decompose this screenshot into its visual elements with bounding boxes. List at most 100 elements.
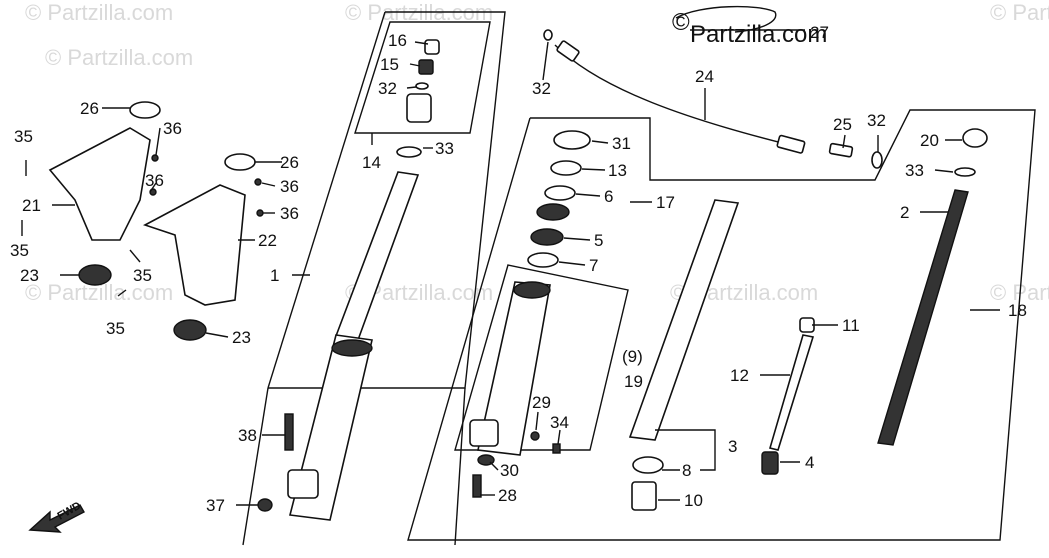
cap-20 bbox=[962, 128, 988, 148]
washer-32b bbox=[871, 151, 883, 169]
bushing-7 bbox=[527, 252, 559, 268]
callout-16: 16 bbox=[388, 31, 407, 50]
callout-5: 5 bbox=[594, 231, 603, 250]
callout-36: 36 bbox=[280, 177, 299, 196]
leader-lines bbox=[52, 29, 1000, 506]
fork-tube-left bbox=[257, 39, 440, 521]
callout-36: 36 bbox=[145, 171, 164, 190]
rod-12 bbox=[768, 334, 815, 451]
bolt-34 bbox=[552, 443, 561, 454]
callout-35: 35 bbox=[14, 127, 33, 146]
brake-hose bbox=[543, 29, 883, 169]
damper-rod bbox=[761, 317, 815, 475]
callout-22: 22 bbox=[258, 231, 277, 250]
cap-26 bbox=[129, 101, 161, 119]
bolt-28 bbox=[472, 474, 482, 498]
callout-13: 13 bbox=[608, 161, 627, 180]
callout-25: 25 bbox=[833, 115, 852, 134]
callout-4: 4 bbox=[805, 453, 814, 472]
callout-34: 34 bbox=[550, 413, 569, 432]
callout-38: 38 bbox=[238, 426, 257, 445]
inner-tube bbox=[334, 171, 420, 341]
fork-brackets bbox=[21, 101, 264, 341]
callout-33: 33 bbox=[435, 139, 454, 158]
callout-36: 36 bbox=[280, 204, 299, 223]
callout-11: 11 bbox=[842, 316, 860, 335]
callout-23: 23 bbox=[232, 328, 251, 347]
fork-seals-stack bbox=[527, 130, 591, 268]
watermark: © Partzilla.com bbox=[25, 0, 173, 25]
brand-symbol: © bbox=[672, 9, 690, 36]
callout-35: 35 bbox=[10, 241, 29, 260]
washer-32c bbox=[543, 29, 553, 41]
brand-swoosh bbox=[675, 5, 777, 33]
washer-29 bbox=[530, 431, 540, 441]
bushing-8 bbox=[632, 456, 664, 474]
callout-7: 7 bbox=[589, 256, 598, 275]
slider-right bbox=[469, 281, 561, 498]
bracket-22 bbox=[142, 184, 246, 306]
callout-32: 32 bbox=[867, 111, 886, 130]
callout-31: 31 bbox=[612, 134, 631, 153]
callout-27: 27 bbox=[810, 23, 829, 42]
washer-32 bbox=[415, 82, 429, 90]
callout-28: 28 bbox=[498, 486, 517, 505]
callout-12: 12 bbox=[730, 366, 749, 385]
clamp-23 bbox=[78, 264, 112, 286]
callout-19: 19 bbox=[624, 372, 643, 391]
spring-2 bbox=[877, 189, 969, 446]
o-ring-33b bbox=[954, 167, 976, 177]
clip-13 bbox=[550, 160, 582, 176]
callout-23: 23 bbox=[20, 266, 39, 285]
fork-spring bbox=[877, 128, 988, 446]
seal-5 bbox=[530, 228, 564, 246]
tube-3 bbox=[628, 199, 740, 441]
o-ring-33 bbox=[396, 146, 422, 158]
callout-9: (9) bbox=[622, 347, 643, 366]
fork-assembly-right-box bbox=[407, 109, 1036, 541]
callout-3: 3 bbox=[728, 437, 737, 456]
callout-32: 32 bbox=[378, 79, 397, 98]
callout-32: 32 bbox=[532, 79, 551, 98]
seal-upper bbox=[536, 203, 570, 221]
bracket-21 bbox=[48, 127, 151, 241]
callout-6: 6 bbox=[604, 187, 613, 206]
ring-11 bbox=[799, 317, 815, 333]
seal-31 bbox=[553, 130, 591, 150]
fitting-25 bbox=[828, 142, 854, 158]
callout-29: 29 bbox=[532, 393, 551, 412]
callout-35: 35 bbox=[133, 266, 152, 285]
spring-15 bbox=[418, 59, 434, 75]
spring-4 bbox=[761, 451, 779, 475]
callout-8: 8 bbox=[682, 461, 691, 480]
inner-tube-right bbox=[628, 199, 740, 511]
callout-1: 1 bbox=[270, 266, 279, 285]
watermark: © Partzilla.com bbox=[45, 45, 193, 70]
cap-26b bbox=[224, 153, 256, 171]
fork-assembly-left-box bbox=[242, 11, 506, 546]
adjuster bbox=[406, 93, 432, 123]
callout-2: 2 bbox=[900, 203, 909, 222]
callout-18: 18 bbox=[1008, 301, 1027, 320]
callout-21: 21 bbox=[22, 196, 41, 215]
sub-box-19 bbox=[454, 264, 629, 451]
callout-15: 15 bbox=[380, 55, 399, 74]
brand-text: Partzilla.com bbox=[690, 21, 827, 48]
callout-20: 20 bbox=[920, 131, 939, 150]
callout-10: 10 bbox=[684, 491, 703, 510]
callout-26: 26 bbox=[80, 99, 99, 118]
fwd-arrow: FWD bbox=[28, 500, 85, 533]
bolt-16 bbox=[424, 39, 440, 55]
clamp-23b bbox=[173, 319, 207, 341]
sub-box-14 bbox=[354, 21, 491, 134]
callout-36: 36 bbox=[163, 119, 182, 138]
callout-33: 33 bbox=[905, 161, 924, 180]
washer-6 bbox=[544, 185, 576, 201]
watermark: © Partzilla.com bbox=[990, 0, 1049, 25]
callout-30: 30 bbox=[500, 461, 519, 480]
nut-37 bbox=[257, 498, 273, 512]
bolt-38 bbox=[284, 413, 294, 451]
axle-boss bbox=[287, 469, 319, 499]
callout-17: 17 bbox=[656, 193, 675, 212]
